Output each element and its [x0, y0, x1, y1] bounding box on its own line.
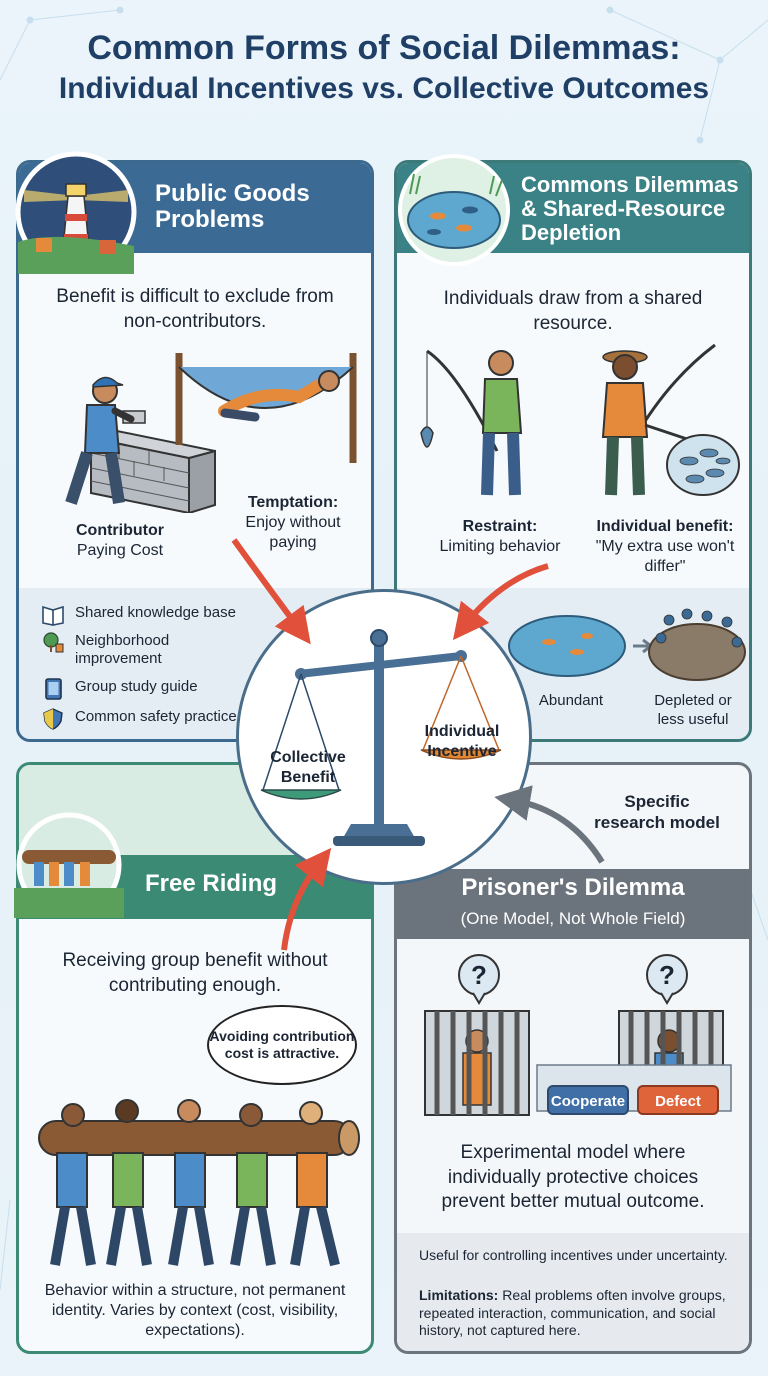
individual-pan — [420, 749, 502, 760]
contributor-sub: Paying Cost — [76, 542, 164, 559]
restraint-caption: Restraint: Limiting behavior — [425, 517, 575, 557]
prisoners-header: Prisoner's Dilemma (One Model, Not Whole… — [397, 869, 749, 939]
restraint-sub: Limiting behavior — [439, 538, 561, 555]
page-title: Common Forms of Social Dilemmas: Individ… — [0, 28, 768, 107]
speech-question-icon — [458, 954, 688, 1005]
example-item: Shared knowledge base — [42, 604, 236, 626]
commons-heading: Commons Dilemmas & Shared-Resource Deple… — [521, 172, 739, 246]
useful-note: Useful for controlling incentives under … — [419, 1247, 728, 1263]
log-carrying-illustration — [38, 1099, 360, 1267]
contributor-caption: Contributor Paying Cost — [55, 521, 185, 561]
individual-benefit-sub: "My extra use won't differ" — [595, 538, 735, 575]
team-log-icon — [14, 812, 124, 918]
hammock-icon — [175, 353, 357, 463]
temptation-sub: Enjoy without paying — [245, 514, 341, 551]
public-goods-heading: Public Goods Problems — [155, 180, 310, 234]
pond-fish-icon — [398, 154, 510, 266]
free-riding-heading: Free Riding — [145, 870, 278, 897]
abundant-label: Abundant — [538, 692, 604, 709]
book-icon — [42, 605, 64, 626]
question-mark-left: ? — [471, 960, 487, 990]
commons-description: Individuals draw from a shared resource. — [443, 288, 703, 334]
cooperate-button[interactable]: Cooperate — [547, 1085, 629, 1115]
restraint-label: Restraint: — [462, 518, 538, 535]
contributor-hammock-illustration — [65, 353, 357, 513]
individual-incentive-label: Individual Incentive — [424, 723, 500, 760]
balance-circle: Collective Benefit Individual Incentive — [236, 589, 532, 885]
restrained-fisher-icon — [420, 349, 523, 496]
depleted-label: Depleted or less useful — [654, 692, 732, 728]
prisoners-subheading: (One Model, Not Whole Field) — [460, 909, 686, 928]
example-item: Group study guide — [45, 678, 198, 700]
free-riding-footer: Behavior within a structure, not permane… — [44, 1282, 346, 1339]
tree-icon — [43, 632, 64, 653]
fishing-illustration — [420, 343, 740, 496]
limitations-text: Real problems often involve groups, repe… — [419, 1287, 726, 1338]
public-goods-description: Benefit is difficult to exclude from non… — [56, 286, 334, 332]
thought-bubble: Avoiding contribution cost is attractive… — [207, 1005, 357, 1085]
prisoners-description: Experimental model where individually pr… — [441, 1142, 705, 1213]
temptation-caption: Temptation: Enjoy without paying — [233, 493, 353, 553]
tablet-icon — [45, 678, 62, 700]
free-riding-description: Receiving group benefit without contribu… — [62, 950, 328, 996]
balance-scale-icon — [260, 629, 502, 846]
example-item: Neighborhood improvement — [43, 632, 225, 668]
pond-comparison-illustration — [508, 608, 746, 681]
defect-button[interactable]: Defect — [637, 1085, 719, 1115]
limitations-note: Limitations: Real problems often involve… — [419, 1287, 735, 1340]
contributor-worker-icon — [65, 376, 135, 505]
overfishing-fisher-icon — [601, 343, 740, 496]
collective-benefit-label: Collective Benefit — [270, 749, 346, 786]
prisoners-heading: Prisoner's Dilemma — [461, 874, 685, 901]
question-mark-right: ? — [659, 960, 675, 990]
individual-benefit-caption: Individual benefit: "My extra use won't … — [585, 517, 745, 577]
shield-icon — [43, 708, 63, 730]
research-model-annotation: Specific research model — [594, 792, 720, 833]
free-riding-panel: Free Riding Receiving group benefit with… — [16, 762, 374, 1354]
lighthouse-icon — [15, 151, 137, 274]
temptation-label: Temptation: — [247, 494, 339, 511]
contributor-label: Contributor — [76, 522, 164, 539]
collective-pan — [260, 789, 342, 800]
title-line-2: Individual Incentives vs. Collective Out… — [58, 71, 710, 105]
title-line-1: Common Forms of Social Dilemmas: — [87, 29, 681, 67]
prisoners-notes: Useful for controlling incentives under … — [397, 1233, 749, 1351]
limitations-label: Limitations: — [419, 1287, 499, 1303]
example-item: Common safety practice — [43, 708, 237, 730]
group-of-carriers-icon — [56, 1099, 328, 1208]
individual-benefit-label: Individual benefit: — [596, 518, 734, 535]
